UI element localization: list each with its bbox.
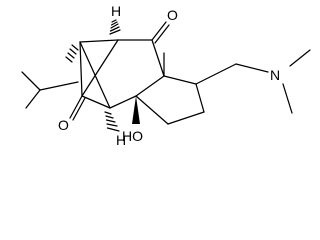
hash-bond-bridge [65, 44, 79, 63]
hydroxyl-group-label: HO [122, 128, 143, 144]
hydrogen-bottom-label: H [116, 132, 126, 148]
hash-bond-bottom-h [104, 111, 120, 132]
hydrogen-top-label: H [111, 3, 121, 19]
carbon-skeleton [21, 21, 311, 125]
skeletal-formula: H O N O H HO [21, 3, 311, 148]
hash-bond-top-h [109, 19, 121, 35]
amine-nitrogen-label: N [270, 67, 280, 83]
wedge-bond-hydroxyl [132, 96, 140, 124]
ketone-oxygen-left-label: O [58, 117, 69, 133]
ketone-oxygen-right-label: O [167, 7, 178, 23]
